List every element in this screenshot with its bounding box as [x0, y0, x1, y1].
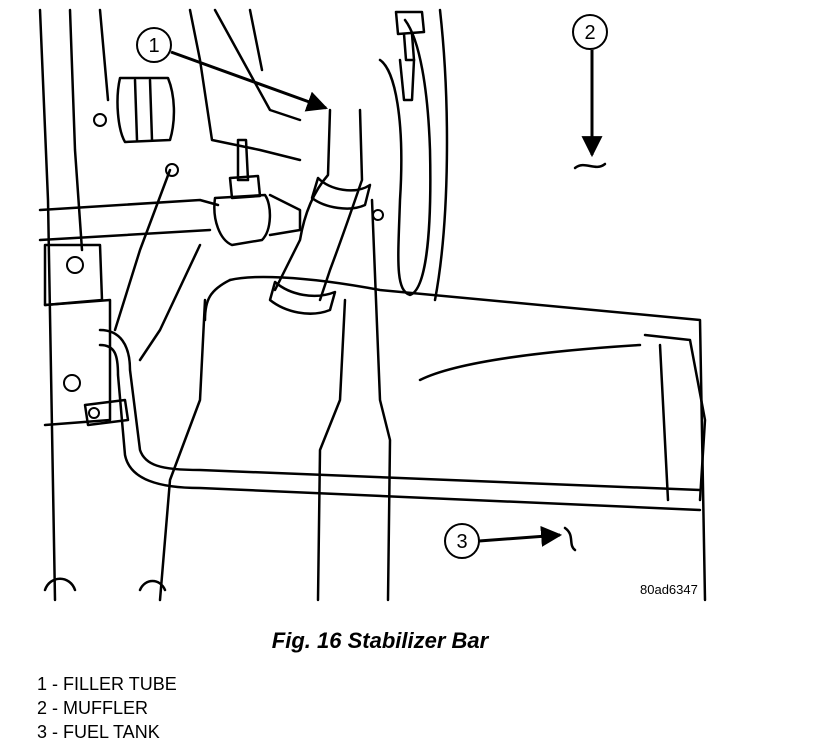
filler-tube-clamp-lower	[268, 280, 337, 315]
filler-tube-clamp-upper	[310, 176, 372, 210]
bar-bushing	[213, 193, 272, 247]
callout-3: 3	[444, 523, 563, 559]
figure-caption: Fig. 16 Stabilizer Bar	[271, 628, 489, 653]
callout-2: 2	[572, 14, 608, 158]
muffler-outline	[378, 18, 432, 297]
legend-item: 1 - FILLER TUBE	[37, 674, 177, 694]
bolt-head-icon	[372, 209, 384, 221]
bolt-head-icon	[88, 407, 100, 419]
legend-list: 1 - FILLER TUBE 2 - MUFFLER 3 - FUEL TAN…	[37, 672, 177, 744]
filler-tube	[273, 108, 332, 292]
frame-rail-left-inner	[68, 8, 84, 252]
body-bracket	[188, 8, 302, 162]
stabilizer-bar-lower	[98, 328, 702, 492]
link-bolt	[236, 138, 250, 182]
callout-2-number: 2	[584, 22, 595, 44]
link-rod	[113, 168, 172, 332]
figure-reference-code: 80ad6347	[640, 582, 698, 597]
bolt-head-icon	[93, 113, 107, 127]
fuel-tank-outline	[228, 275, 707, 602]
callout-3-number: 3	[456, 531, 467, 553]
frame-rail-left	[38, 8, 57, 602]
legend-item: 2 - MUFFLER	[37, 698, 149, 718]
callout-1-number: 1	[148, 35, 159, 57]
bolt-head-icon	[165, 163, 179, 177]
bolt-head-icon	[66, 256, 84, 274]
frame-bracket-left	[43, 243, 104, 307]
bushing-upper	[116, 76, 176, 144]
legend-item: 3 - FUEL TANK	[37, 722, 160, 742]
mount-bolt	[394, 10, 426, 36]
stabilizer-bar	[38, 198, 220, 212]
bolt-head-icon	[63, 374, 81, 392]
callout-1: 1	[136, 27, 328, 112]
stabilizer-bar-illustration: 1 2 3	[38, 8, 707, 602]
tank-panel	[643, 333, 707, 502]
